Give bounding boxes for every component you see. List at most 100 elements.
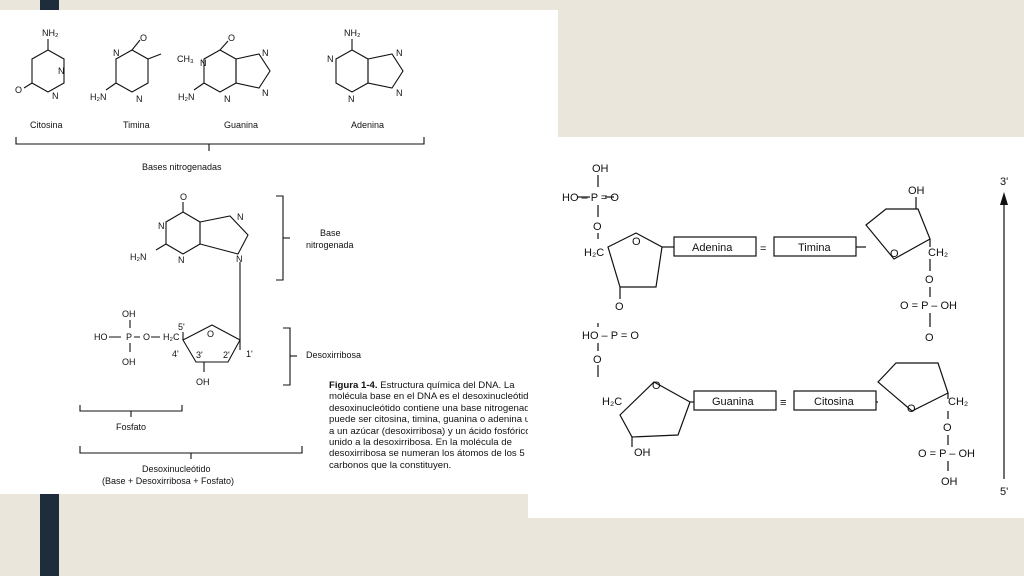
- base-bracket: [276, 195, 284, 281]
- atom-label: O: [207, 329, 214, 339]
- base-box-guanina: [693, 390, 777, 411]
- central-guanine-imidazole: [199, 215, 249, 255]
- atom-label: N: [224, 94, 231, 104]
- end-label-3prime: 3': [1000, 176, 1008, 188]
- nucleotide-bracket: [79, 446, 303, 454]
- atom-label: O: [890, 248, 899, 260]
- atom-label: N: [396, 88, 403, 98]
- bases-bracket: [15, 137, 425, 145]
- atom-label: N: [396, 48, 403, 58]
- base-name-adenina: Adenina: [692, 242, 733, 254]
- base-name-adenina: Adenina: [351, 120, 384, 130]
- atom-label: O: [925, 274, 934, 286]
- atom-label: N: [200, 58, 207, 68]
- figure-panel-right: OH HO – P = O O H₂C O O HO – P = O O H₂C…: [528, 137, 1024, 518]
- citosina-ring: [31, 49, 65, 93]
- phosphate-group: HO – P = O: [562, 192, 619, 204]
- atom-label: N: [236, 254, 243, 264]
- hydrogen-bonds-triple: ≡: [780, 397, 786, 409]
- atom-label: O: [925, 332, 934, 344]
- adenina-imidazole-ring: [367, 53, 404, 89]
- atom-label: N: [158, 221, 165, 231]
- hydrogen-bonds-double: =: [760, 243, 766, 255]
- phosphate-bracket: [79, 405, 183, 412]
- phosphate-label: Fosfato: [116, 422, 146, 432]
- atom-label: N: [262, 48, 269, 58]
- guanina-imidazole-ring: [235, 53, 271, 89]
- atom-label: NH₂: [42, 28, 59, 38]
- atom-label: CH₂: [948, 396, 968, 408]
- atom-label: N: [348, 94, 355, 104]
- atom-label: N: [113, 48, 120, 58]
- atom-label: O: [15, 85, 22, 95]
- atom-label: O: [632, 236, 641, 248]
- atom-label: H₂C: [602, 396, 622, 408]
- atom-label: N: [136, 94, 143, 104]
- atom-label: OH: [592, 163, 609, 175]
- atom-label: O: [140, 33, 147, 43]
- adenina-ring: [335, 49, 369, 93]
- nucleotide-label: Desoxinucleótido: [142, 464, 211, 474]
- atom-label: O: [593, 354, 602, 366]
- atom-label: OH: [196, 377, 210, 387]
- end-label-5prime: 5': [1000, 486, 1008, 498]
- atom-label: O: [615, 301, 624, 313]
- central-guanine-ring: [165, 211, 201, 255]
- atom-label: O: [907, 403, 916, 415]
- base-label: nitrogenada: [306, 240, 354, 250]
- dna-double-strand-figure: OH HO – P = O O H₂C O O HO – P = O O H₂C…: [562, 163, 1008, 498]
- atom-label: OH: [634, 447, 651, 459]
- atom-label: O: [180, 192, 187, 202]
- atom-label: CH₂: [928, 247, 948, 259]
- atom-label: OH: [122, 357, 136, 367]
- deoxyribose-ring: [182, 324, 241, 363]
- caption-body: Estructura química del DNA. La molécula …: [329, 380, 554, 471]
- base-name-guanina: Guanina: [712, 396, 754, 408]
- base-name-guanina: Guanina: [224, 120, 258, 130]
- base-name-timina: Timina: [123, 120, 150, 130]
- nucleotide-formula: (Base + Desoxirribosa + Fosfato): [102, 476, 234, 486]
- sugar-bracket: [283, 327, 291, 386]
- carbon-number: 4': [172, 349, 179, 359]
- base-name-timina: Timina: [798, 242, 831, 254]
- atom-label: N: [327, 54, 334, 64]
- atom-label: O: [943, 422, 952, 434]
- atom-label: HO: [94, 332, 108, 342]
- base-label: Base: [320, 228, 341, 238]
- carbon-number: 2': [223, 350, 230, 360]
- base-name-citosina: Citosina: [814, 396, 855, 408]
- atom-label: O: [593, 221, 602, 233]
- atom-label: N: [178, 255, 185, 265]
- nucleotide-structure-figure: NH₂ N N O Citosina O CH₃ N N H₂N Timina …: [15, 28, 425, 486]
- atom-label: H₂C: [163, 332, 180, 342]
- sugar-ring-right-2: [877, 362, 949, 412]
- carbon-number: 1': [246, 349, 253, 359]
- timina-ring: [115, 49, 149, 93]
- phosphate-group: O = P – OH: [918, 448, 975, 460]
- arrow-head-icon: [1000, 192, 1008, 205]
- atom-label: OH: [122, 309, 136, 319]
- sugar-ring-right-1: [865, 208, 931, 260]
- atom-label: H₂N: [178, 92, 195, 102]
- atom-label: O: [143, 332, 150, 342]
- caption-title: Figura 1-4.: [329, 380, 378, 391]
- sugar-ring-left-2: [619, 381, 691, 438]
- atom-label: NH₂: [344, 28, 361, 38]
- atom-label: O: [228, 33, 235, 43]
- base-name-citosina: Citosina: [30, 120, 63, 130]
- phosphate-group: O = P – OH: [900, 300, 957, 312]
- atom-label: O: [652, 380, 661, 392]
- carbon-number: 5': [178, 322, 185, 332]
- base-box-citosina: [793, 390, 877, 411]
- atom-label: N: [237, 212, 244, 222]
- guanina-ring: [203, 49, 237, 93]
- atom-label: OH: [908, 185, 925, 197]
- figure-panel-left: NH₂ N N O Citosina O CH₃ N N H₂N Timina …: [0, 10, 558, 494]
- carbon-number: 3': [196, 350, 203, 360]
- atom-label: P: [126, 332, 132, 342]
- sugar-ring-left-1: [607, 232, 663, 288]
- atom-label: N: [262, 88, 269, 98]
- phosphate-group: HO – P = O: [582, 330, 639, 342]
- atom-label: N: [52, 91, 59, 101]
- atom-label: H₂C: [584, 247, 604, 259]
